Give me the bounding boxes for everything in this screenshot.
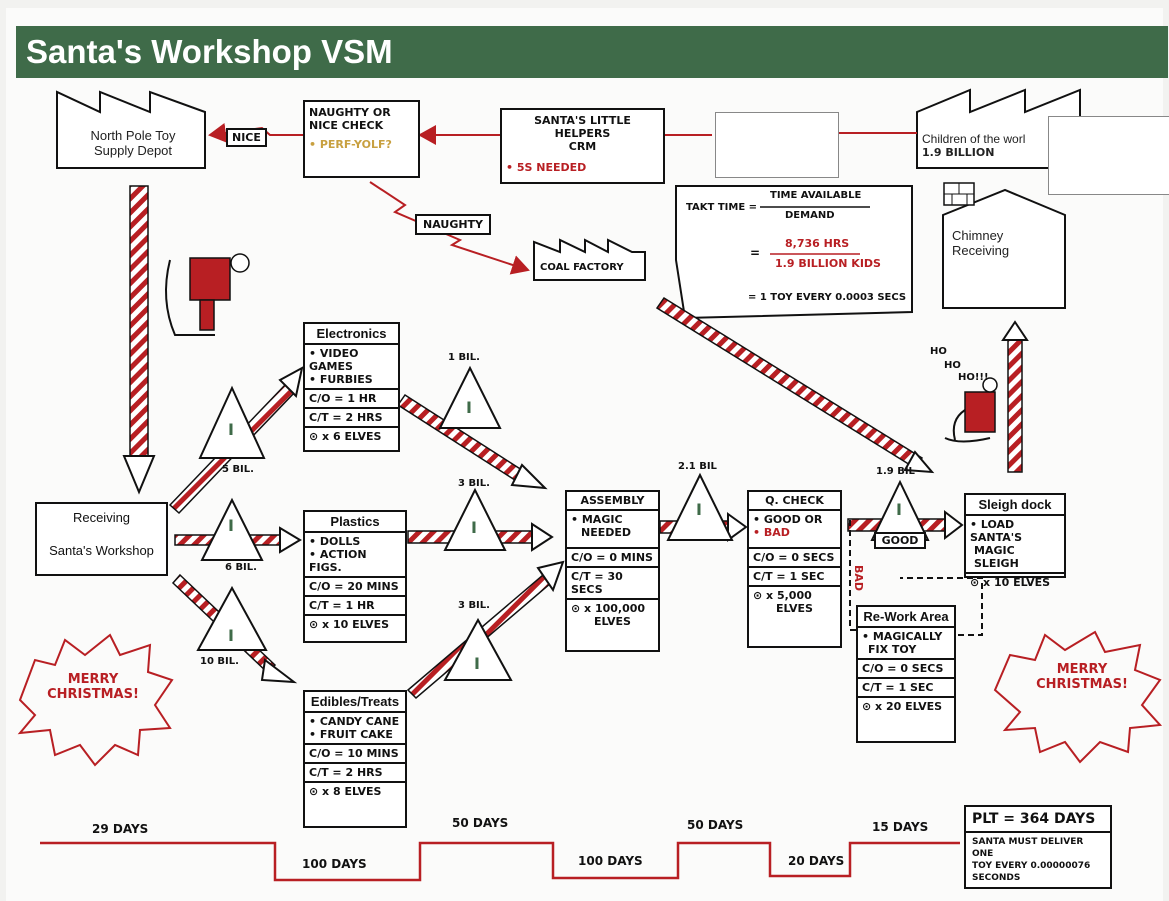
timeline-lower-3: 20 DAYS [788,854,845,868]
takt-denominator: DEMAND [785,210,835,221]
sleigh-dock-title: Sleigh dock [978,497,1052,512]
qcheck-process-box: Q. CHECK • GOOD OR • BAD C/O = 0 SECS C/… [747,490,842,648]
timeline-upper-4: 15 DAYS [872,820,929,834]
inv-edibles-assembly: 3 BIL. [458,600,490,611]
chimney-label: Chimney Receiving [952,228,1010,258]
naughty-label: NAUGHTY [415,214,492,235]
inv-electronics-assembly: 1 BIL. [448,352,480,363]
timeline-ladder [40,841,960,882]
timeline-lower-2: 100 DAYS [578,854,643,868]
inventory-symbol: I [228,516,234,535]
coal-factory-icon [533,238,646,281]
plt-box: PLT = 364 DAYS SANTA MUST DELIVER ONE TO… [964,805,1112,889]
takt-label: TAKT TIME = [686,202,758,213]
hoho-text-3: HO!!! [958,372,989,383]
plastics-title: Plastics [330,514,380,529]
edibles-title: Edibles/Treats [310,694,400,709]
assembly-process-box: ASSEMBLY • MAGIC NEEDED C/O = 0 MINS C/T… [565,490,660,652]
inv-assembly-qcheck: 2.1 BIL [678,461,717,472]
qcheck-title: Q. CHECK [765,494,824,507]
inventory-symbol: I [466,398,472,417]
page-title: Santa's Workshop VSM [16,26,1168,78]
bad-label: BAD [852,565,865,592]
redaction-box-2 [1048,116,1169,195]
inventory-symbol: I [896,500,902,519]
electronics-process-box: Electronics • VIDEO GAMES • FURBIES C/O … [303,322,400,452]
timeline-lower-1: 100 DAYS [302,857,367,871]
takt-eq: = [750,246,761,260]
takt-num2: 8,736 HRS [785,237,850,250]
santa-sleigh-icon-2 [944,377,998,443]
edibles-process-box: Edibles/Treats • CANDY CANE • FRUIT CAKE… [303,690,407,828]
inventory-symbol: I [471,518,477,537]
nice-label: NICE [226,128,267,147]
takt-frame [675,185,913,320]
inventory-symbol: I [228,420,234,439]
coal-factory-label: COAL FACTORY [540,262,624,273]
receiving-box: Receiving Santa's Workshop [35,502,168,576]
hoho-text-2: HO [944,360,961,371]
inventory-triangles [196,365,930,681]
hoho-text-1: HO [930,346,947,357]
inv-receiving-electronics: 5 BIL. [222,464,254,475]
chimney-house-icon [942,188,1066,309]
good-label: GOOD [874,532,926,549]
plastics-process-box: Plastics • DOLLS • ACTION FIGS. C/O = 20… [303,510,407,643]
supplier-factory-icon [56,90,206,169]
sleigh-dock-box: Sleigh dock • LOAD SANTA'S MAGIC SLEIGH … [964,493,1066,589]
inv-receiving-plastics: 6 BIL. [225,562,257,573]
rework-title: Re-Work Area [863,609,949,624]
merry-christmas-right: MERRY CHRISTMAS! [1036,662,1128,692]
supplier-name: North Pole Toy Supply Depot [90,128,176,158]
plt-title: PLT = 364 DAYS [966,807,1110,833]
inventory-symbol: I [228,626,234,645]
santa-sleigh-icon [165,253,250,336]
assembly-title: ASSEMBLY [580,494,645,507]
redaction-box-1 [715,112,839,178]
inv-qcheck-sleigh: 1.9 BIL [876,466,915,477]
customer-name: Children of the worl 1.9 BILLION [922,132,1026,159]
takt-numerator: TIME AVAILABLE [770,190,862,201]
inventory-symbol: I [474,654,480,673]
merry-christmas-burst-left [17,633,174,767]
crm-box: SANTA'S LITTLE HELPERS CRM • 5S NEEDED [500,108,665,184]
naughty-nice-check-box: NAUGHTY OR NICE CHECK • PERF-YOLF? [303,100,420,178]
timeline-upper-1: 29 DAYS [92,822,149,836]
electronics-title: Electronics [316,326,387,341]
merry-christmas-left: MERRY CHRISTMAS! [47,672,139,702]
inv-plastics-assembly: 3 BIL. [458,478,490,489]
merry-christmas-burst-right [993,630,1163,764]
rework-process-box: Re-Work Area • MAGICALLY FIX TOY C/O = 0… [856,605,956,743]
takt-den2: 1.9 BILLION KIDS [775,257,881,270]
timeline-upper-3: 50 DAYS [687,818,744,832]
inventory-symbol: I [696,500,702,519]
inv-receiving-edibles: 10 BIL. [200,656,239,667]
plt-note: SANTA MUST DELIVER ONE TOY EVERY 0.00000… [972,837,1091,883]
takt-result: = 1 TOY EVERY 0.0003 SECS [748,292,907,303]
timeline-upper-2: 50 DAYS [452,816,509,830]
